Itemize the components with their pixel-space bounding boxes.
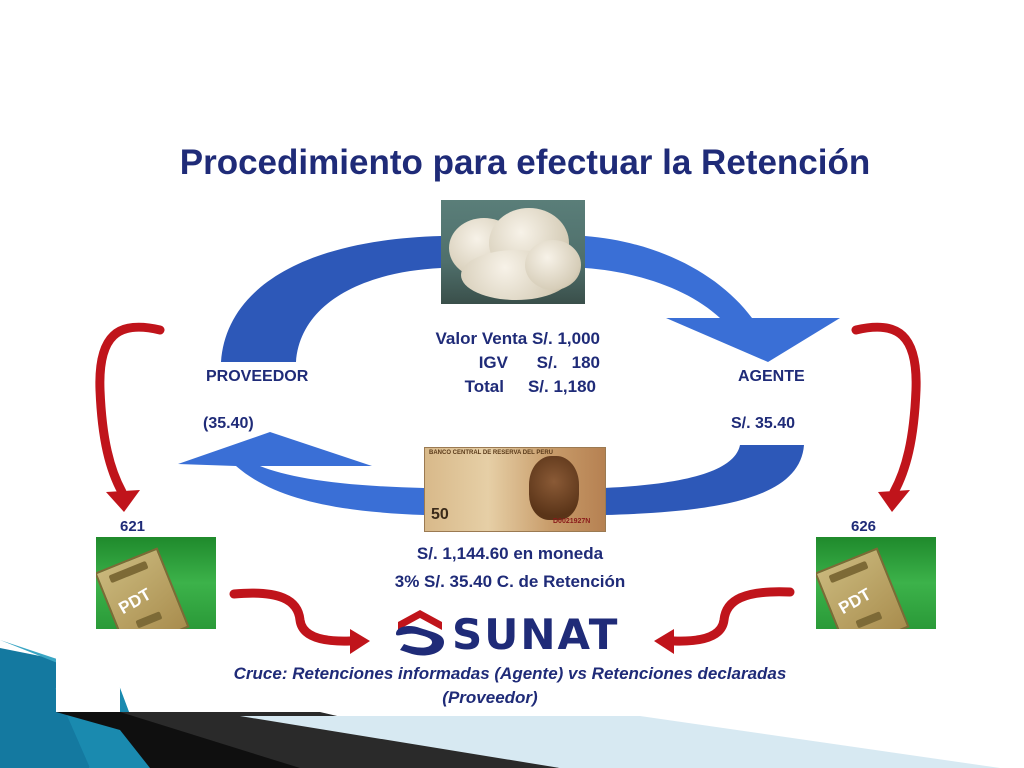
totals-label: Valor Venta: [435, 329, 528, 348]
sunat-logo-mark-icon: [396, 610, 444, 656]
arrow-bottom-right: [604, 445, 804, 515]
payment-line-1: S/. 1,144.60 en moneda: [416, 544, 604, 563]
agente-label: AGENTE: [738, 368, 805, 385]
sunat-logo-text: SUNAT: [452, 610, 620, 659]
totals-value: S/. 1,000: [531, 329, 600, 348]
payment-text: S/. 1,144.60 en moneda 3% S/. 35.40 C. d…: [300, 540, 720, 596]
arrow-top-right: [585, 236, 840, 362]
proveedor-label: PROVEEDOR: [206, 368, 309, 385]
cruce-line-2: (Proveedor): [442, 688, 538, 707]
pdt-626-icon: PDT: [816, 537, 936, 629]
totals-label: Total: [464, 377, 504, 396]
totals-row-total: Total S/. 1,180: [380, 375, 600, 399]
pdt-621-icon: PDT: [96, 537, 216, 629]
agente-amount: S/. 35.40: [731, 415, 796, 432]
pdt-label: PDT: [835, 584, 875, 618]
totals-row-valor-venta: Valor Venta S/. 1,000: [380, 327, 600, 351]
totals-value: S/. 1,180: [527, 377, 596, 396]
banknote-image: BANCO CENTRAL DE RESERVA DEL PERU 50 D00…: [424, 447, 606, 532]
cruce-line-1: Cruce: Retenciones informadas (Agente) v…: [233, 664, 787, 683]
payment-line-2: 3% S/. 35.40 C. de Retención: [394, 572, 626, 591]
cruce-caption: Cruce: Retenciones informadas (Agente) v…: [150, 662, 870, 710]
page-title: Procedimiento para efectuar la Retención: [179, 143, 871, 182]
sale-totals: Valor Venta S/. 1,000 IGV S/. 180 Total S/…: [380, 327, 600, 399]
proveedor-amount: (35.40): [203, 415, 254, 432]
totals-value: S/. 180: [536, 353, 600, 372]
bill-denomination: 50: [431, 506, 449, 523]
cotton-image: [441, 200, 585, 304]
sunat-logo: SUNAT: [390, 608, 646, 660]
arrow-bottom-left: [178, 432, 424, 515]
bill-portrait: [529, 456, 579, 520]
arrow-top-left: [221, 236, 441, 362]
totals-row-igv: IGV S/. 180: [380, 351, 600, 375]
bill-header: BANCO CENTRAL DE RESERVA DEL PERU: [429, 450, 554, 456]
code-626: 626: [851, 518, 877, 535]
pdt-label: PDT: [115, 584, 155, 618]
bill-serial: D0021927N: [553, 518, 591, 525]
code-621: 621: [120, 518, 146, 535]
totals-label: IGV: [478, 353, 508, 372]
